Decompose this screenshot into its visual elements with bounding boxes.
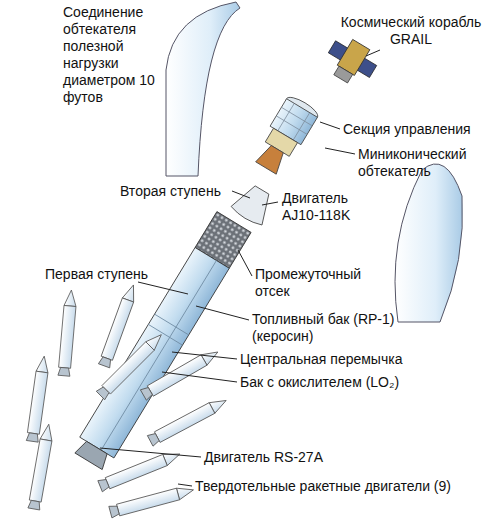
part-label: Двигатель RS-27A: [204, 449, 404, 466]
part-label: Секция управления: [343, 121, 493, 138]
part-label: Центральная перемычка: [240, 351, 440, 368]
part-label: Миниконический обтекатель: [358, 146, 478, 180]
part-label: Промежуточный отсек: [255, 266, 365, 300]
part-label: Твердотельные ракетные двигатели (9): [195, 478, 495, 495]
part-label: Космический корабль GRAIL: [332, 14, 490, 48]
part-label: Соединение обтекателя полезной нагрузки …: [63, 4, 161, 106]
part-label: Двигатель AJ10-118K: [282, 190, 382, 224]
part-label: Первая ступень: [45, 266, 165, 283]
part-label: Топливный бак (RP-1) (керосин): [252, 311, 412, 345]
part-label: Вторая ступень: [120, 183, 230, 200]
part-label: Бак с окислителем (LO₂): [240, 374, 460, 391]
